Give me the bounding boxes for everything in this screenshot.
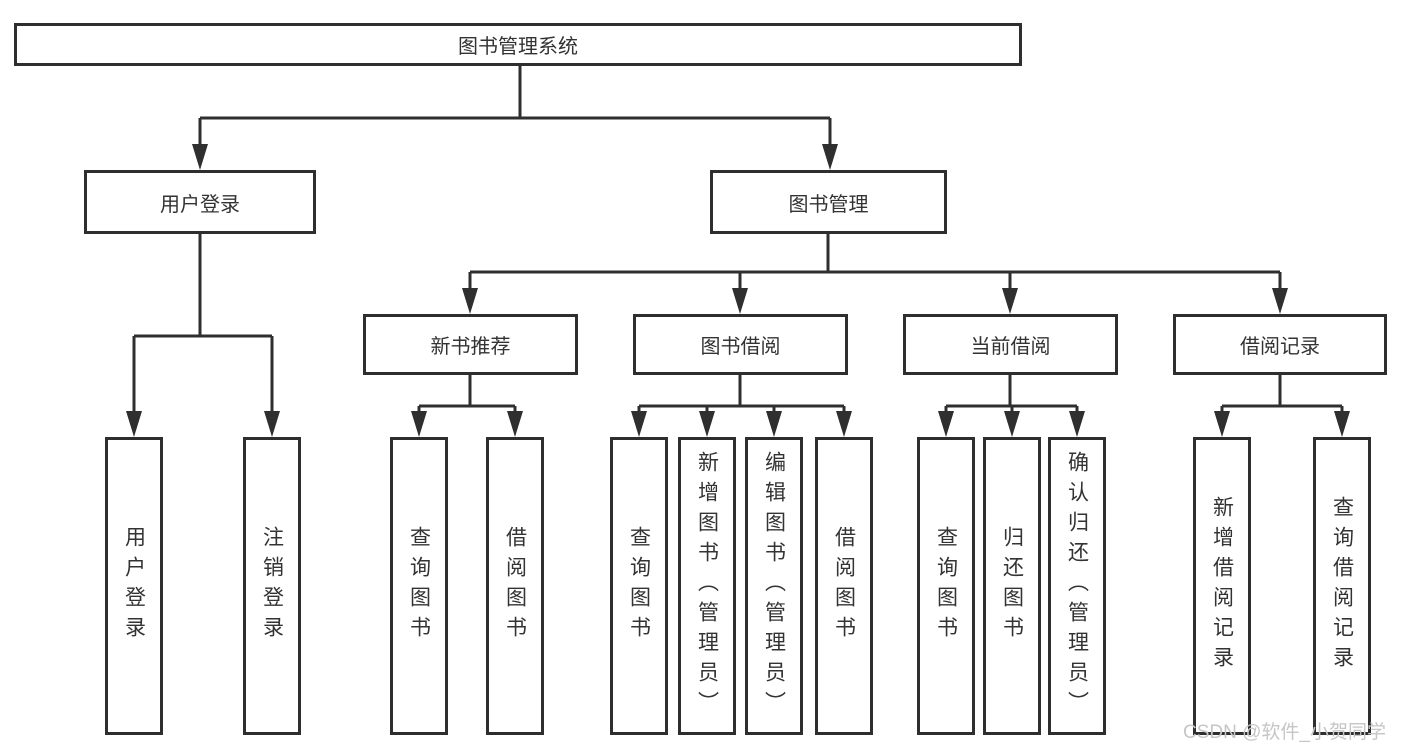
arrowhead-icon (1334, 411, 1350, 437)
leaf-borrow-query-books-label: 查询图书 (627, 526, 651, 646)
node-book-borrow: 图书借阅 (633, 314, 848, 375)
node-book-borrow-label: 图书借阅 (700, 336, 781, 358)
arrowhead-icon (1272, 288, 1288, 314)
leaf-user-login: 用户登录 (105, 437, 163, 735)
leaf-current-query-books: 查询图书 (917, 437, 975, 735)
node-new-book-recommend-label: 新书推荐 (430, 336, 511, 358)
leaf-borrow-borrow-books: 借阅图书 (815, 437, 873, 735)
arrowhead-icon (126, 411, 142, 437)
node-borrow-records: 借阅记录 (1173, 314, 1387, 375)
leaf-current-confirm-return-admin: 确认归还（管理员） (1048, 437, 1106, 735)
leaf-borrow-borrow-books-label: 借阅图书 (832, 526, 856, 646)
arrowhead-icon (1004, 411, 1020, 437)
arrowhead-icon (507, 411, 523, 437)
arrowhead-icon (192, 144, 208, 170)
leaf-user-login-label: 用户登录 (122, 526, 146, 646)
leaf-borrow-query-books: 查询图书 (610, 437, 668, 735)
leaf-borrow-edit-books-admin-label: 编辑图书（管理员） (762, 451, 786, 721)
node-user-login: 用户登录 (84, 170, 316, 234)
connector-borrow-records-to-leaves (1214, 375, 1350, 437)
connector-new-book-recommend-to-leaves (411, 375, 523, 437)
arrowhead-icon (631, 411, 647, 437)
leaf-recommend-query-books: 查询图书 (390, 437, 448, 735)
node-root: 图书管理系统 (14, 23, 1022, 66)
arrowhead-icon (822, 144, 838, 170)
leaf-logout: 注销登录 (243, 437, 301, 735)
leaf-records-add-record-label: 新增借阅记录 (1210, 496, 1234, 676)
leaf-borrow-edit-books-admin: 编辑图书（管理员） (745, 437, 803, 735)
connector-book-management-to-level3 (462, 234, 1288, 314)
arrowhead-icon (411, 411, 427, 437)
arrowhead-icon (766, 411, 782, 437)
leaf-current-return-books-label: 归还图书 (1000, 526, 1024, 646)
leaf-current-query-books-label: 查询图书 (934, 526, 958, 646)
leaf-current-return-books: 归还图书 (983, 437, 1041, 735)
arrowhead-icon (938, 411, 954, 437)
leaf-borrow-add-books-admin: 新增图书（管理员） (678, 437, 736, 735)
node-new-book-recommend: 新书推荐 (363, 314, 578, 375)
leaf-current-confirm-return-admin-label: 确认归还（管理员） (1065, 451, 1089, 721)
node-current-borrow: 当前借阅 (903, 314, 1118, 375)
leaf-borrow-add-books-admin-label: 新增图书（管理员） (695, 451, 719, 721)
leaf-records-add-record: 新增借阅记录 (1193, 437, 1251, 735)
node-book-management-label: 图书管理 (788, 193, 869, 216)
node-root-label: 图书管理系统 (458, 36, 578, 58)
node-borrow-records-label: 借阅记录 (1240, 336, 1320, 358)
leaf-recommend-borrow-books: 借阅图书 (486, 437, 544, 735)
arrowhead-icon (1214, 411, 1230, 437)
leaf-recommend-borrow-books-label: 借阅图书 (503, 526, 527, 646)
arrowhead-icon (732, 288, 748, 314)
node-user-login-label: 用户登录 (160, 193, 240, 216)
arrowhead-icon (462, 288, 478, 314)
node-current-borrow-label: 当前借阅 (970, 336, 1051, 358)
arrowhead-icon (699, 411, 715, 437)
arrowhead-icon (836, 411, 852, 437)
connector-book-borrow-to-leaves (631, 375, 852, 437)
connector-user-login-to-leaves (126, 234, 280, 437)
leaf-records-query-record: 查询借阅记录 (1313, 437, 1371, 735)
watermark: CSDN @软件_小贺同学 (1183, 722, 1386, 743)
arrowhead-icon (264, 411, 280, 437)
leaf-records-query-record-label: 查询借阅记录 (1330, 496, 1354, 676)
leaf-recommend-query-books-label: 查询图书 (407, 526, 431, 646)
node-book-management: 图书管理 (710, 170, 947, 234)
connector-current-borrow-to-leaves (938, 375, 1085, 437)
arrowhead-icon (1002, 288, 1018, 314)
leaf-logout-label: 注销登录 (260, 526, 284, 646)
connector-root-to-level2 (192, 66, 838, 170)
arrowhead-icon (1069, 411, 1085, 437)
